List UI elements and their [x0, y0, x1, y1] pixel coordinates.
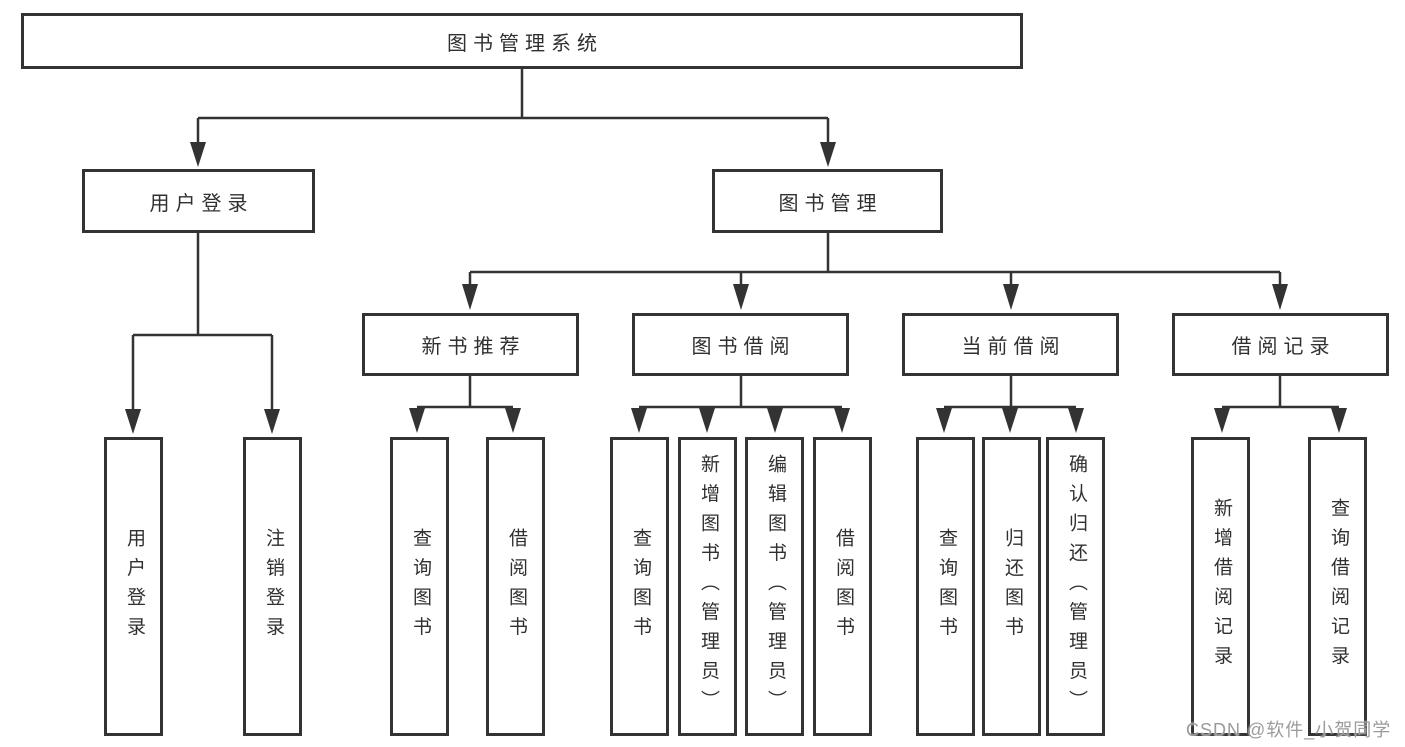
node-label: 新增图书（管理员）	[697, 453, 719, 720]
node-label: 借阅记录	[1231, 336, 1336, 358]
leaf-return-books: 归还图书	[982, 437, 1041, 736]
node-label: 查询图书	[409, 527, 431, 646]
node-label: 图书借阅	[691, 336, 796, 358]
node-label: 图书管理系统	[447, 32, 603, 55]
node-label: 图书管理	[778, 192, 883, 215]
leaf-query-books-current: 查询图书	[916, 437, 975, 736]
leaf-query-books-borrow: 查询图书	[610, 437, 669, 736]
node-label: 用户登录	[149, 192, 254, 215]
node-label: 查询借阅记录	[1327, 498, 1349, 675]
leaf-add-borrow-record: 新增借阅记录	[1191, 437, 1250, 736]
leaf-borrow-books: 借阅图书	[813, 437, 872, 736]
node-label: 借阅图书	[505, 527, 527, 646]
node-user-login: 用户登录	[82, 169, 315, 233]
node-label: 查询图书	[629, 527, 651, 646]
leaf-user-login: 用户登录	[104, 437, 163, 736]
node-label: 归还图书	[1001, 527, 1023, 646]
node-book-borrowing: 图书借阅	[632, 313, 849, 376]
leaf-query-borrow-record: 查询借阅记录	[1308, 437, 1367, 736]
node-label: 用户登录	[123, 527, 145, 646]
node-book-management: 图书管理	[712, 169, 943, 233]
node-label: 注销登录	[262, 527, 284, 646]
node-borrowing-records: 借阅记录	[1172, 313, 1389, 376]
node-label: 当前借阅	[961, 336, 1066, 358]
leaf-logout: 注销登录	[243, 437, 302, 736]
csdn-watermark: CSDN @软件_小贺同学	[1186, 720, 1392, 740]
node-label: 查询图书	[935, 527, 957, 646]
leaf-borrow-books-recommend: 借阅图书	[486, 437, 545, 736]
node-label: 新书推荐	[421, 336, 526, 358]
node-new-book-recommendation: 新书推荐	[362, 313, 579, 376]
node-label: 新增借阅记录	[1210, 498, 1232, 675]
node-label: 编辑图书（管理员）	[764, 453, 786, 720]
leaf-edit-books-admin: 编辑图书（管理员）	[745, 437, 804, 736]
node-label: 借阅图书	[832, 527, 854, 646]
node-label: 确认归还（管理员）	[1065, 453, 1087, 720]
leaf-confirm-return-admin: 确认归还（管理员）	[1046, 437, 1105, 736]
leaf-add-books-admin: 新增图书（管理员）	[678, 437, 737, 736]
leaf-query-books-recommend: 查询图书	[390, 437, 449, 736]
node-current-borrowing: 当前借阅	[902, 313, 1119, 376]
node-library-management-system: 图书管理系统	[21, 13, 1023, 69]
